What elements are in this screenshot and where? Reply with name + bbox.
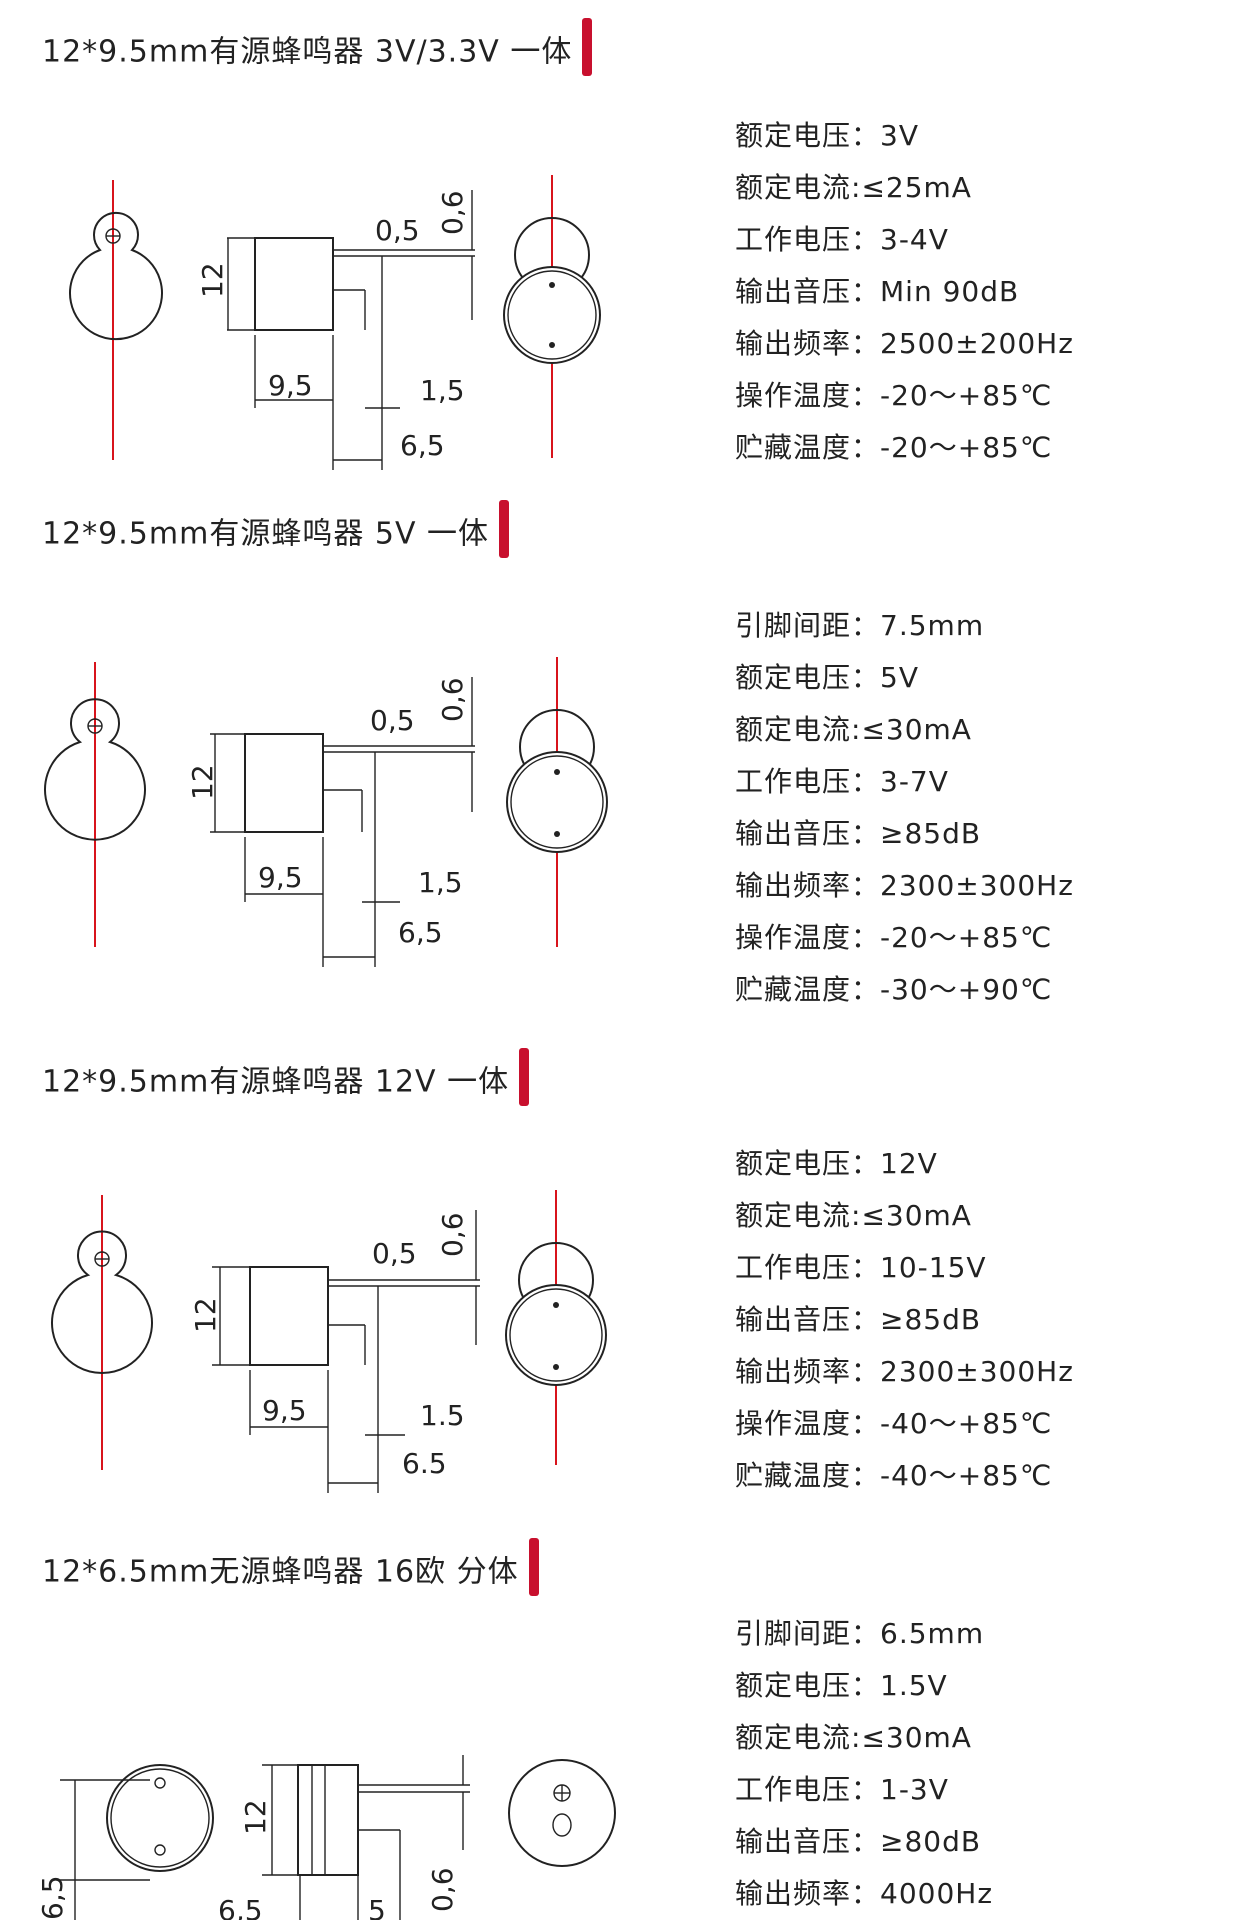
dim-lead-label: 0,5 [372, 1237, 417, 1270]
section-title-text: 12*6.5mm无源蜂鸣器 16欧 分体 [42, 1554, 519, 1590]
spec-row: 操作温度：-20～+85℃ [735, 379, 1053, 412]
dim-height-label: 12 [189, 1297, 222, 1333]
spec-row: 工作电压：1-3V [735, 1773, 949, 1806]
spec-row: 贮藏温度：-20～+85℃ [735, 431, 1053, 464]
section-title: 12*9.5mm有源蜂鸣器 5V 一体 [42, 500, 510, 558]
dim-pitch1-label: 1,5 [420, 374, 465, 407]
spec-row: 操作温度：-20～+85℃ [735, 921, 1053, 954]
spec-row: 额定电流:≤30mA [735, 1199, 972, 1232]
dim-width-label: 9,5 [262, 1394, 307, 1427]
section-title-text: 12*9.5mm有源蜂鸣器 5V 一体 [42, 516, 490, 552]
spec-row: 输出频率：2500±200Hz [735, 327, 1074, 360]
spec-row: 工作电压：10-15V [735, 1251, 987, 1284]
side-view-body [249, 1266, 329, 1366]
spec-list: 额定电压：12V 额定电流:≤30mA 工作电压：10-15V 输出音压：≥85… [735, 1138, 1074, 1502]
title-accent-bar [499, 500, 510, 558]
front-view-outline [44, 698, 146, 841]
dim-pin-label: 0,6 [436, 677, 469, 722]
dim-pin-label: 0,6 [436, 1212, 469, 1257]
dim-lead-label: 0,5 [370, 704, 415, 737]
spec-row: 引脚间距：6.5mm [735, 1617, 985, 1650]
spec-row: 贮藏温度：-30～+90℃ [735, 973, 1053, 1006]
spec-row: 输出频率：4000Hz [735, 1877, 994, 1910]
front-view-outline [69, 211, 163, 341]
dim-height-label: 12 [196, 262, 229, 298]
spec-row: 额定电压：5V [735, 661, 919, 694]
front-view-outline [106, 1764, 214, 1872]
dim-pin-label: 0,6 [436, 190, 469, 235]
spec-row: 输出频率：2300±300Hz [735, 1355, 1074, 1388]
spec-row: 操作温度：-40～+85℃ [735, 1407, 1053, 1440]
dim-pitch-label: 6,5 [36, 1875, 69, 1920]
dim-pitch1-label: 1.5 [420, 1399, 465, 1432]
dimension-drawing: 12 9,5 0,5 0,6 1,5 6,5 [69, 175, 601, 470]
spec-row: 额定电流:≤25mA [735, 171, 972, 204]
spec-row: 额定电流:≤30mA [735, 713, 972, 746]
spec-row: 工作电压：3-7V [735, 765, 949, 798]
dim-width-label: 9,5 [268, 369, 313, 402]
section-title-text: 12*9.5mm有源蜂鸣器 12V 一体 [42, 1064, 510, 1100]
front-view-outline [51, 1230, 153, 1374]
section-title: 12*9.5mm有源蜂鸣器 12V 一体 [42, 1048, 530, 1106]
spec-row: 输出音压：Min 90dB [735, 275, 1020, 308]
side-view-body [244, 733, 324, 833]
back-view-outline [508, 1759, 616, 1867]
dimension-drawing: 6,5 12 6,5 5 0,6 [36, 1755, 616, 1920]
spec-row: 输出音压：≥85dB [735, 817, 982, 850]
dim-pitch2-label: 6.5 [402, 1447, 447, 1480]
spec-row: 额定电压：3V [735, 119, 919, 152]
spec-list: 引脚间距：7.5mm 额定电压：5V 额定电流:≤30mA 工作电压：3-7V … [735, 600, 1074, 1016]
side-view-body [254, 237, 334, 331]
dim-width-label: 6,5 [218, 1894, 263, 1920]
spec-row: 输出音压：≥80dB [735, 1825, 982, 1858]
dimension-drawing: 12 9,5 0,5 0,6 1.5 6.5 [51, 1190, 607, 1493]
section-title-text: 12*9.5mm有源蜂鸣器 3V/3.3V 一体 [42, 34, 573, 70]
spec-row: 贮藏温度：-40～+85℃ [735, 1459, 1053, 1492]
dim-width-label: 9,5 [258, 861, 303, 894]
back-view-outline [505, 1284, 607, 1386]
back-view-outline [506, 751, 608, 853]
section-title: 12*6.5mm无源蜂鸣器 16欧 分体 [42, 1538, 539, 1596]
spec-row: 额定电流:≤30mA [735, 1721, 972, 1754]
title-accent-bar [582, 18, 593, 76]
spec-list: 引脚间距：6.5mm 额定电压：1.5V 额定电流:≤30mA 工作电压：1-3… [735, 1608, 993, 1920]
back-view-outline [503, 266, 601, 364]
spec-row: 引脚间距：7.5mm [735, 609, 985, 642]
side-view-body [297, 1764, 359, 1876]
spec-row: 输出音压：≥85dB [735, 1303, 982, 1336]
spec-row: 工作电压：3-4V [735, 223, 949, 256]
dim-pitch2-label: 6,5 [400, 429, 445, 462]
dim-pitch1-label: 1,5 [418, 866, 463, 899]
spec-row: 额定电压：12V [735, 1147, 938, 1180]
spec-row: 输出频率：2300±300Hz [735, 869, 1074, 902]
title-accent-bar [528, 1538, 539, 1596]
title-accent-bar [519, 1048, 530, 1106]
dim-height-label: 12 [186, 764, 219, 800]
dimension-drawing: 12 9,5 0,5 0,6 1,5 6,5 [44, 657, 608, 967]
dim-pin-label: 0,6 [426, 1867, 459, 1912]
dim-lead-label: 5 [368, 1894, 386, 1920]
spec-list: 额定电压：3V 额定电流:≤25mA 工作电压：3-4V 输出音压：Min 90… [735, 110, 1074, 474]
spec-row: 额定电压：1.5V [735, 1669, 948, 1702]
dim-pitch2-label: 6,5 [398, 916, 443, 949]
dim-lead-label: 0,5 [375, 214, 420, 247]
section-title: 12*9.5mm有源蜂鸣器 3V/3.3V 一体 [42, 18, 593, 76]
dim-height-label: 12 [239, 1799, 272, 1835]
